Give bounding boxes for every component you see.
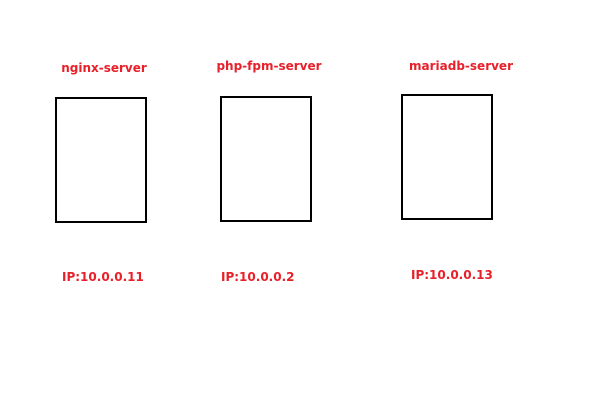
nginx-server-ip: IP:10.0.0.11 — [62, 270, 144, 284]
php-fpm-server-label: php-fpm-server — [216, 59, 322, 73]
php-fpm-server-box — [220, 96, 312, 222]
nginx-server-label: nginx-server — [61, 61, 147, 75]
php-fpm-server-ip: IP:10.0.0.2 — [221, 270, 295, 284]
mariadb-server-ip: IP:10.0.0.13 — [411, 268, 493, 282]
mariadb-server-box — [401, 94, 493, 220]
nginx-server-box — [55, 97, 147, 223]
mariadb-server-label: mariadb-server — [409, 59, 513, 73]
